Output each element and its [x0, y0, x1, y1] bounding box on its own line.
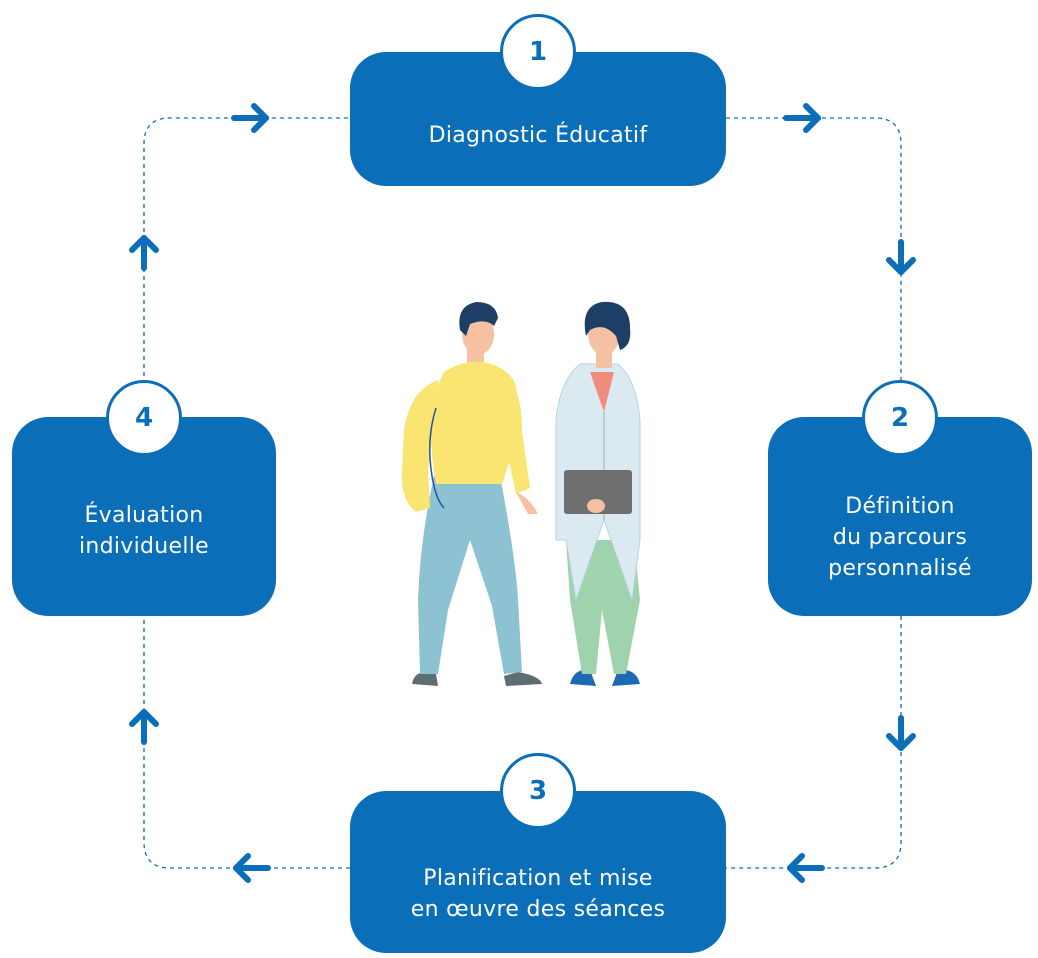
man-figure — [401, 302, 542, 686]
step-4-label: Évaluation individuelle — [78, 502, 210, 559]
step-1-label: Diagnostic Éducatif — [428, 122, 648, 148]
arrow-right-icon — [231, 103, 269, 133]
step-1-number-badge: 1 — [500, 14, 576, 90]
connector-1-to-2 — [726, 117, 902, 400]
arrow-down-icon — [886, 239, 916, 275]
arrow-right-icon — [783, 103, 821, 133]
step-4-number-badge: 4 — [106, 380, 182, 456]
people-illustration — [401, 301, 641, 686]
step-3-label: Planification et mise en œuvre des séanc… — [410, 866, 666, 922]
woman-figure — [555, 301, 641, 686]
arrow-left-icon — [787, 853, 825, 883]
arrow-left-icon — [233, 853, 271, 883]
connector-4-to-1 — [143, 117, 350, 400]
step-3-box: Planification et mise en œuvre des séanc… — [350, 791, 726, 953]
arrow-down-icon — [886, 715, 916, 751]
connector-2-to-3 — [726, 616, 902, 869]
step-3-number-badge: 3 — [500, 753, 576, 829]
step-2-number-badge: 2 — [862, 380, 938, 456]
connector-3-to-4 — [143, 616, 350, 869]
arrow-up-icon — [129, 235, 159, 271]
step-2-label: Définition du parcours personnalisé — [828, 494, 972, 581]
arrow-up-icon — [129, 709, 159, 745]
